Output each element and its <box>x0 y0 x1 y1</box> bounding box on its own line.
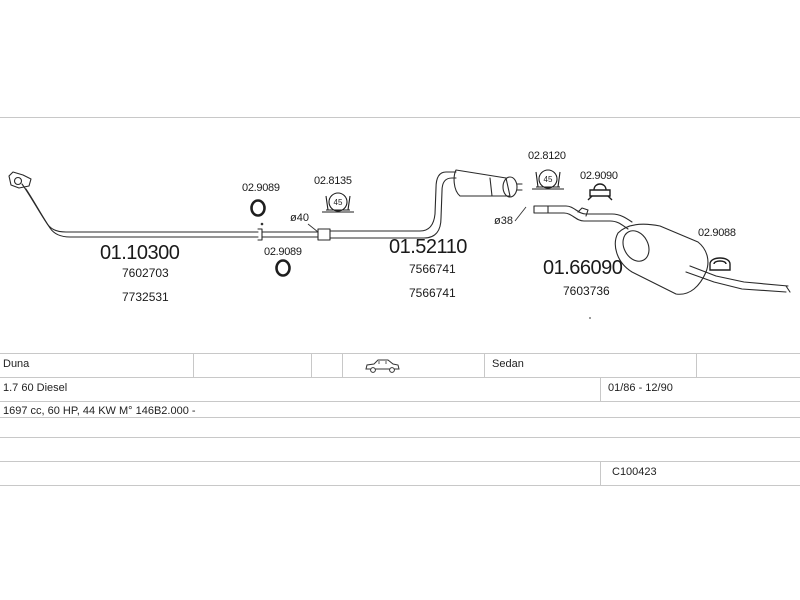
pipe-diameter-label: ø38 <box>494 215 513 227</box>
table-column-divider <box>696 353 697 377</box>
rubber-hanger-icon <box>709 257 731 271</box>
table-column-divider <box>484 353 485 377</box>
table-column-divider <box>311 353 312 377</box>
rubber-ring-icon <box>250 199 266 217</box>
table-row-divider <box>0 437 800 438</box>
middle-silencer-ref-number: 7566741 <box>409 286 456 300</box>
table-column-divider <box>342 353 343 377</box>
clamp-part-label: 02.8120 <box>528 150 566 162</box>
middle-silencer-drawing <box>344 169 523 239</box>
table-row-divider <box>0 417 800 418</box>
clamp-size-label: 45 <box>544 175 553 184</box>
vehicle-model: Duna <box>3 358 30 370</box>
middle-silencer-part-number: 01.52110 <box>389 236 467 258</box>
hanger-part-label: 02.9090 <box>580 170 618 182</box>
exhaust-clamp-icon <box>532 169 564 190</box>
front-pipe-ref-number: 7732531 <box>122 290 169 304</box>
vehicle-production-years: 01/86 - 12/90 <box>608 382 673 394</box>
exhaust-clamp-icon <box>322 192 354 213</box>
front-pipe-ref-number: 7602703 <box>122 266 169 280</box>
vehicle-engine: 1.7 60 Diesel <box>3 382 68 394</box>
table-row-divider <box>0 485 800 486</box>
table-column-divider <box>600 377 601 401</box>
rubber-ring-part-label: 02.9089 <box>242 182 280 194</box>
table-column-divider <box>600 461 601 485</box>
pipe-diameter-label: ø40 <box>290 212 309 224</box>
rubber-hanger-icon <box>587 183 613 201</box>
vehicle-body-type: Sedan <box>492 358 524 370</box>
catalog-code: C100423 <box>612 466 657 478</box>
table-row-divider <box>0 461 800 462</box>
table-column-divider <box>193 353 194 377</box>
table-row-divider <box>0 353 800 354</box>
rear-silencer-ref-number: 7603736 <box>563 284 610 298</box>
rubber-ring-part-label: 02.9089 <box>264 246 302 258</box>
diagram-top-border <box>0 117 800 118</box>
hanger-part-label: 02.9088 <box>698 227 736 239</box>
front-pipe-drawing <box>8 171 346 241</box>
clamp-size-label: 45 <box>334 198 343 207</box>
middle-silencer-ref-number: 7566741 <box>409 262 456 276</box>
rear-silencer-drawing <box>533 205 791 295</box>
table-row-divider <box>0 377 800 378</box>
rear-silencer-part-number: 01.66090 <box>543 257 623 279</box>
table-row-divider <box>0 401 800 402</box>
front-pipe-part-number: 01.10300 <box>100 242 180 264</box>
clamp-part-label: 02.8135 <box>314 175 352 187</box>
rubber-ring-icon <box>275 259 291 277</box>
exhaust-system-diagram: 45 45 <box>8 169 791 319</box>
vehicle-engine-spec: 1697 cc, 60 HP, 44 KW M° 146B2.000 - <box>3 405 196 417</box>
car-sedan-icon <box>365 359 400 373</box>
